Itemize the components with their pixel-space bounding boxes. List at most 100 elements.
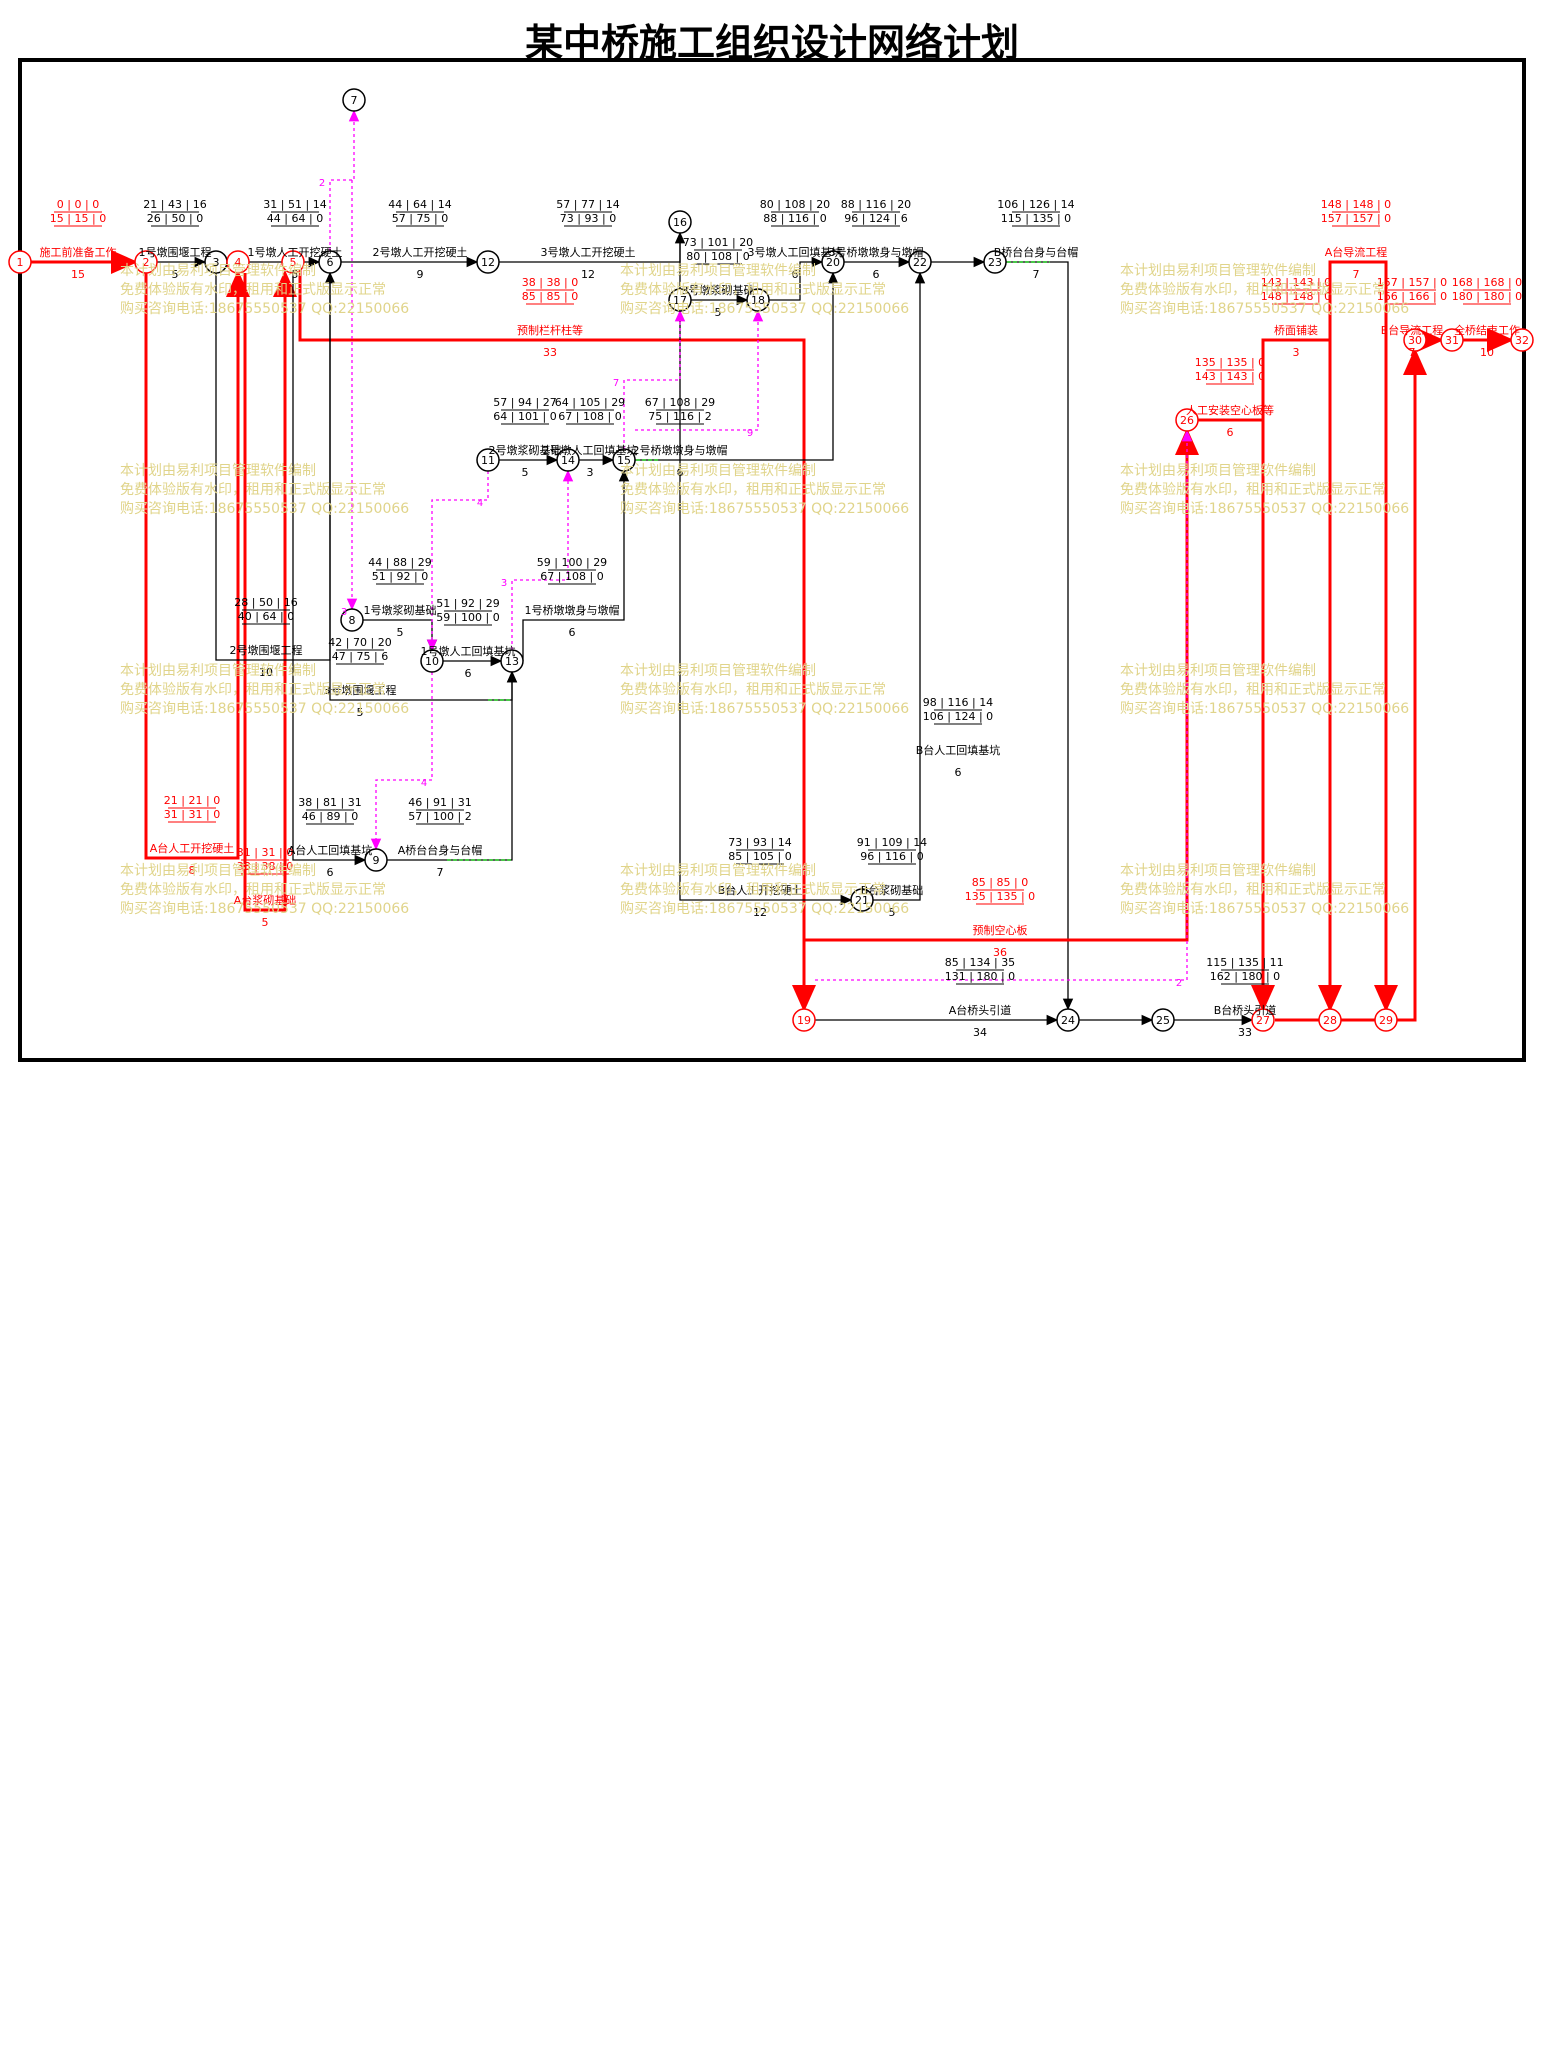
- activity-times-late: 67 | 108 | 0: [540, 570, 603, 583]
- event-node-label: 30: [1408, 334, 1422, 347]
- activity-times-early: 51 | 92 | 29: [436, 597, 499, 610]
- event-node-22: [908, 250, 932, 274]
- activity-times-early: 80 | 108 | 20: [760, 198, 830, 211]
- activity-arrow-19-26: [802, 428, 1199, 1009]
- activity-duration: 34: [973, 1026, 987, 1039]
- event-node-label: 1: [17, 256, 24, 269]
- activity-arrow-28-29: [1328, 260, 1398, 1012]
- activity-duration: 7: [1409, 346, 1416, 359]
- dummy-label: 4: [477, 498, 483, 509]
- event-node-label: 24: [1061, 1014, 1075, 1027]
- activity-name: B台导流工程: [1381, 323, 1444, 337]
- event-node-label: 7: [351, 94, 358, 107]
- activity-times-early: 73 | 93 | 14: [728, 836, 791, 849]
- activity-name: B桥台台身与台帽: [994, 245, 1079, 259]
- activity-times-late: 31 | 31 | 0: [164, 808, 220, 821]
- event-node-30: [1403, 328, 1427, 352]
- event-node-label: 17: [673, 294, 687, 307]
- activity-name: A台人工开挖硬土: [150, 841, 235, 855]
- event-node-28: [1318, 1008, 1342, 1032]
- activity-arrow-5-19: [298, 268, 816, 1012]
- event-node-20: [821, 250, 845, 274]
- activity-arrow-26-27: [1198, 418, 1275, 1012]
- activity-duration: 5: [262, 916, 269, 929]
- activity-times-early: 73 | 101 | 20: [683, 236, 753, 249]
- activity-arrow-9-13: [387, 670, 518, 861]
- activity-times-early: 31 | 31 | 0: [237, 846, 293, 859]
- activity-duration: 15: [71, 268, 85, 281]
- diagram-frame: [18, 58, 1526, 1062]
- activity-times-early: 88 | 116 | 20: [841, 198, 911, 211]
- event-node-1: [8, 250, 32, 274]
- event-node-32: [1510, 328, 1534, 352]
- event-node-18: [746, 288, 770, 312]
- activity-times-late: 59 | 100 | 0: [436, 611, 499, 624]
- activity-name: A台人工回填基坑: [288, 843, 373, 857]
- activity-times-early: 67 | 108 | 29: [645, 396, 715, 409]
- activity-name: 1号墩浆砌基础: [364, 603, 437, 617]
- activity-times-late: 85 | 85 | 0: [522, 290, 578, 303]
- activity-times-late: 157 | 157 | 0: [1321, 212, 1391, 225]
- activity-name: 预制空心板: [973, 923, 1028, 937]
- activity-duration: 6: [873, 268, 880, 281]
- activity-arrow-29-30: [1397, 348, 1427, 1022]
- event-node-label: 29: [1379, 1014, 1393, 1027]
- activity-duration: 36: [993, 946, 1007, 959]
- activity-times-early: 44 | 88 | 29: [368, 556, 431, 569]
- activity-name: A桥台台身与台帽: [398, 843, 483, 857]
- activity-times-late: 131 | 180 | 0: [945, 970, 1015, 983]
- event-node-label: 18: [751, 294, 765, 307]
- event-node-29: [1374, 1008, 1398, 1032]
- event-node-label: 23: [988, 256, 1002, 269]
- event-node-6: [318, 250, 342, 274]
- event-node-label: 15: [617, 454, 631, 467]
- event-node-15: [612, 448, 636, 472]
- activity-times-late: 57 | 75 | 0: [392, 212, 448, 225]
- activity-name: 3号墩浆砌基础: [682, 283, 755, 297]
- event-node-2: [134, 250, 158, 274]
- activity-times-late: 46 | 89 | 0: [302, 810, 358, 823]
- activity-name: 3号墩人工回填基坑: [748, 245, 843, 259]
- activity-times-early: 42 | 70 | 20: [328, 636, 391, 649]
- activity-times-late: 51 | 92 | 0: [372, 570, 428, 583]
- event-node-31: [1440, 328, 1464, 352]
- activity-times-early: 59 | 100 | 29: [537, 556, 607, 569]
- dummy-arrow-1: [329, 109, 360, 251]
- activity-duration: 6: [677, 466, 684, 479]
- activity-times-early: 21 | 21 | 0: [164, 794, 220, 807]
- event-node-label: 28: [1323, 1014, 1337, 1027]
- dummy-label: 9: [747, 428, 753, 439]
- activity-times-late: 44 | 64 | 0: [267, 212, 323, 225]
- activity-times-late: 96 | 124 | 6: [844, 212, 907, 225]
- activity-times-late: 143 | 143 | 0: [1195, 370, 1265, 383]
- activity-duration: 5: [172, 268, 179, 281]
- activity-times-early: 38 | 81 | 31: [298, 796, 361, 809]
- dummy-label: 4: [421, 778, 427, 789]
- event-node-label: 5: [290, 256, 297, 269]
- event-node-16: [668, 210, 692, 234]
- event-node-label: 8: [349, 614, 356, 627]
- event-node-25: [1151, 1008, 1175, 1032]
- dummy-arrow-7: [635, 309, 764, 431]
- activity-name: 施工前准备工作: [40, 245, 117, 259]
- activity-times-early: 106 | 126 | 14: [997, 198, 1074, 211]
- activity-times-late: 166 | 166 | 0: [1377, 290, 1447, 303]
- activity-name: 2号墩人工回填基坑: [543, 443, 638, 457]
- activity-times-early: 44 | 64 | 14: [388, 198, 451, 211]
- activity-times-late: 115 | 135 | 0: [1001, 212, 1071, 225]
- activity-times-late: 88 | 116 | 0: [763, 212, 826, 225]
- event-node-label: 13: [505, 655, 519, 668]
- activity-times-early: 57 | 77 | 14: [556, 198, 619, 211]
- event-node-5: [281, 250, 305, 274]
- dummy-label: 2: [319, 178, 325, 189]
- activity-name: 桥面铺装: [1274, 324, 1318, 337]
- activity-duration: 33: [543, 346, 557, 359]
- dummy-label: 3: [501, 578, 507, 589]
- activity-name: B台浆砌基础: [861, 883, 924, 897]
- event-node-label: 10: [425, 655, 439, 668]
- activity-times-early: 31 | 51 | 14: [263, 198, 326, 211]
- activity-times-early: 115 | 135 | 11: [1206, 956, 1283, 969]
- activity-times-late: 75 | 116 | 2: [648, 410, 711, 423]
